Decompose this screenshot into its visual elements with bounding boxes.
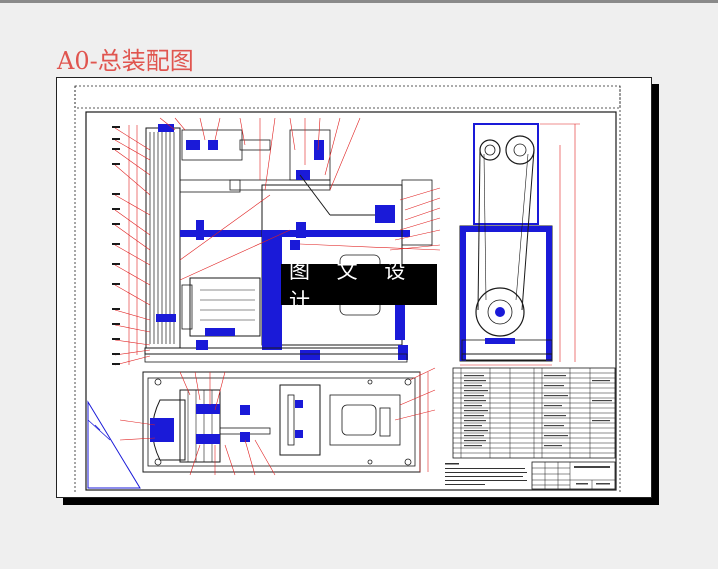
title-block: [531, 461, 616, 490]
parts-list-table: [452, 367, 616, 459]
top-border: [0, 0, 718, 3]
top-margin-frame: [74, 85, 621, 109]
side-view: [459, 123, 580, 366]
technical-notes: [445, 463, 527, 485]
drawing-frame: [85, 111, 617, 491]
front-view: [112, 117, 441, 366]
page-title: A0-总装配图: [57, 47, 194, 75]
top-view: [119, 367, 436, 476]
watermark-banner: 图 文 设 计: [281, 259, 437, 313]
section-view: [87, 400, 141, 489]
